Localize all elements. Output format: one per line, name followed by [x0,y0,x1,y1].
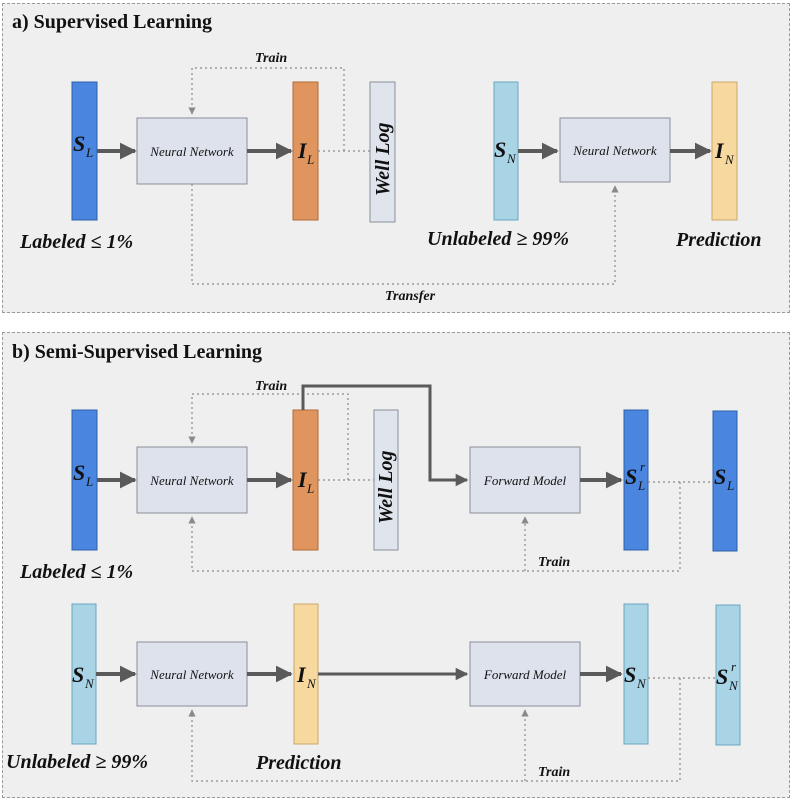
s-l-r-main: S [625,464,637,489]
labeled-label-a: Labeled ≤ 1% [19,231,133,253]
panel-b-bottom-diagram: S N Neural Network I N Forward Model S N… [6,603,741,782]
s-l-target-sub: L [726,478,734,493]
labeled-label-b: Labeled ≤ 1% [19,561,133,583]
s-l-target-main: S [714,464,726,489]
seismic-reconstructed-unlabeled-bar [715,604,741,746]
neural-network-box-b2 [136,641,248,707]
impedance-labeled-bar-b [292,409,319,551]
train-loop-a [188,67,345,151]
s-l-r-sup: r [640,459,646,474]
seismic-forward-unlabeled-bar [623,603,649,745]
s-l-r-sub: L [637,478,645,493]
panel-a-diagram: S L Neural Network I L Well Log Train La… [19,51,762,304]
impedance-labeled-bar [292,81,319,221]
train-label-b2: Train [538,765,570,780]
i-l-sub-b: L [306,481,314,496]
i-l-main: I [297,138,308,163]
i-n-sub-b: N [306,676,317,691]
s-l-sub-b: L [85,474,93,489]
s-l-main-b: S [73,460,85,485]
s-n-main-b: S [72,662,84,687]
seismic-labeled-target-bar [712,410,738,552]
s-n-r-main: S [716,664,728,689]
s-n-main: S [494,137,506,162]
panel-b-top-diagram: S L Neural Network I L Well Log Train Fo… [19,379,738,583]
s-n-sub: N [506,151,517,166]
well-log-bar-b [373,409,399,551]
unlabeled-label-b: Unlabeled ≥ 99% [6,751,148,773]
forward-model-label-b2: Forward Model [483,667,567,682]
panel-a-title: a) Supervised Learning [12,11,213,33]
s-n-out-main: S [624,662,636,687]
s-n-r-sup: r [731,659,737,674]
train-loop-b2 [188,678,681,782]
neural-network-label-a1: Neural Network [149,144,234,159]
train-loop-b-bottom [188,482,681,572]
train-label-b-top: Train [255,379,287,394]
seismic-reconstructed-labeled-bar [623,409,649,551]
forward-model-label-b1: Forward Model [483,473,567,488]
i-n-main: I [714,138,725,163]
i-l-sub: L [306,152,314,167]
transfer-path [191,184,619,285]
seismic-unlabeled-bar [493,81,519,221]
forward-model-box-b1 [469,446,581,514]
neural-network-label-b2: Neural Network [149,667,234,682]
train-label-a: Train [255,51,287,66]
well-log-label-b: Well Log [375,450,397,524]
seismic-labeled-bar-b [71,409,98,551]
i-l-main-b: I [297,467,308,492]
s-l-main: S [73,131,85,156]
neural-network-box-b1 [136,446,248,514]
train-loop-b-top [188,393,349,480]
prediction-label-b: Prediction [255,752,342,774]
s-n-out-sub: N [636,676,647,691]
s-l-sub: L [85,145,93,160]
impedance-predicted-bar [711,81,738,221]
s-n-sub-b: N [84,676,95,691]
seismic-unlabeled-bar-b [71,603,97,745]
seismic-labeled-bar [71,81,98,221]
prediction-label-a: Prediction [675,229,762,251]
impedance-predicted-bar-b [293,603,319,745]
neural-network-box-a2 [559,117,671,183]
i-n-main-b: I [296,662,307,687]
s-n-r-sub: N [728,678,739,693]
neural-network-box-a1 [136,117,248,185]
arrow-il-forward-model [301,384,469,487]
train-label-b-bottom: Train [538,555,570,570]
unlabeled-label-a: Unlabeled ≥ 99% [427,228,569,250]
neural-network-label-a2: Neural Network [572,143,657,158]
well-log-bar [369,81,396,223]
well-log-label: Well Log [372,122,394,196]
neural-network-label-b1: Neural Network [149,473,234,488]
panel-b-title: b) Semi-Supervised Learning [12,341,263,363]
transfer-label: Transfer [385,289,436,304]
i-n-sub: N [724,152,735,167]
